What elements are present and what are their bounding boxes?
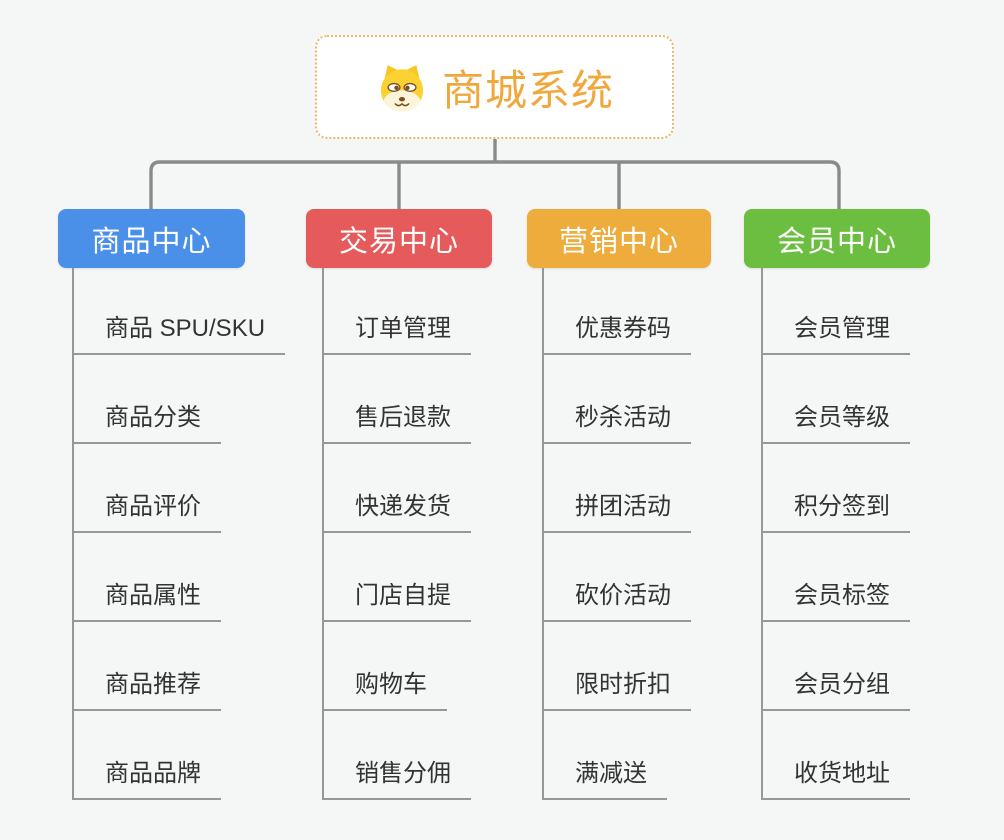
connector-vertical-line	[72, 268, 74, 800]
branch-children-trade-center: 订单管理 售后退款 快递发货 门店自提 购物车 销售分佣	[322, 268, 572, 802]
subtopic-member-level[interactable]: 会员等级	[761, 402, 910, 444]
subtopic-shipping-address[interactable]: 收货地址	[761, 758, 910, 800]
branch-children-marketing-center: 优惠券码 秒杀活动 拼团活动 砍价活动 限时折扣 满减送	[542, 268, 792, 802]
connector-vertical-line	[542, 268, 544, 800]
subtopic-sales-commission[interactable]: 销售分佣	[322, 758, 471, 800]
branch-topic-member-center[interactable]: 会员中心	[744, 209, 930, 268]
subtopic-member-group[interactable]: 会员分组	[761, 669, 910, 711]
subtopic-bargain-activity[interactable]: 砍价活动	[542, 580, 691, 622]
subtopic-product-brand[interactable]: 商品品牌	[72, 758, 221, 800]
root-topic-label: 商城系统	[441, 66, 614, 114]
doge-face-icon	[380, 65, 424, 112]
subtopic-product-spu-sku[interactable]: 商品 SPU/SKU	[72, 313, 286, 355]
subtopic-shopping-cart[interactable]: 购物车	[322, 669, 447, 711]
subtopic-order-management[interactable]: 订单管理	[322, 313, 471, 355]
subtopic-member-tag[interactable]: 会员标签	[761, 580, 910, 622]
subtopic-group-buy[interactable]: 拼团活动	[542, 491, 691, 533]
subtopic-product-attribute[interactable]: 商品属性	[72, 580, 221, 622]
connector-vertical-line	[761, 268, 763, 800]
subtopic-flash-sale[interactable]: 秒杀活动	[542, 402, 691, 444]
branch-topic-trade-center[interactable]: 交易中心	[306, 209, 492, 268]
subtopic-product-category[interactable]: 商品分类	[72, 402, 221, 444]
subtopic-full-reduction[interactable]: 满减送	[542, 758, 667, 800]
branch-children-member-center: 会员管理 会员等级 积分签到 会员标签 会员分组 收货地址	[761, 268, 1004, 802]
subtopic-product-recommend[interactable]: 商品推荐	[72, 669, 221, 711]
subtopic-member-management[interactable]: 会员管理	[761, 313, 910, 355]
subtopic-express-delivery[interactable]: 快递发货	[322, 491, 471, 533]
subtopic-coupon-code[interactable]: 优惠券码	[542, 313, 691, 355]
subtopic-limited-time-discount[interactable]: 限时折扣	[542, 669, 691, 711]
branch-topic-product-center[interactable]: 商品中心	[58, 209, 245, 268]
subtopic-store-pickup[interactable]: 门店自提	[322, 580, 471, 622]
subtopic-product-review[interactable]: 商品评价	[72, 491, 221, 533]
subtopic-aftersale-refund[interactable]: 售后退款	[322, 402, 471, 444]
branch-rail-line	[149, 160, 841, 209]
branch-topic-marketing-center[interactable]: 营销中心	[527, 209, 711, 268]
connector-vertical-line	[322, 268, 324, 800]
root-topic[interactable]: 商城系统	[315, 35, 674, 139]
branch-children-product-center: 商品 SPU/SKU 商品分类 商品评价 商品属性 商品推荐 商品品牌	[72, 268, 322, 802]
subtopic-points-checkin[interactable]: 积分签到	[761, 491, 910, 533]
